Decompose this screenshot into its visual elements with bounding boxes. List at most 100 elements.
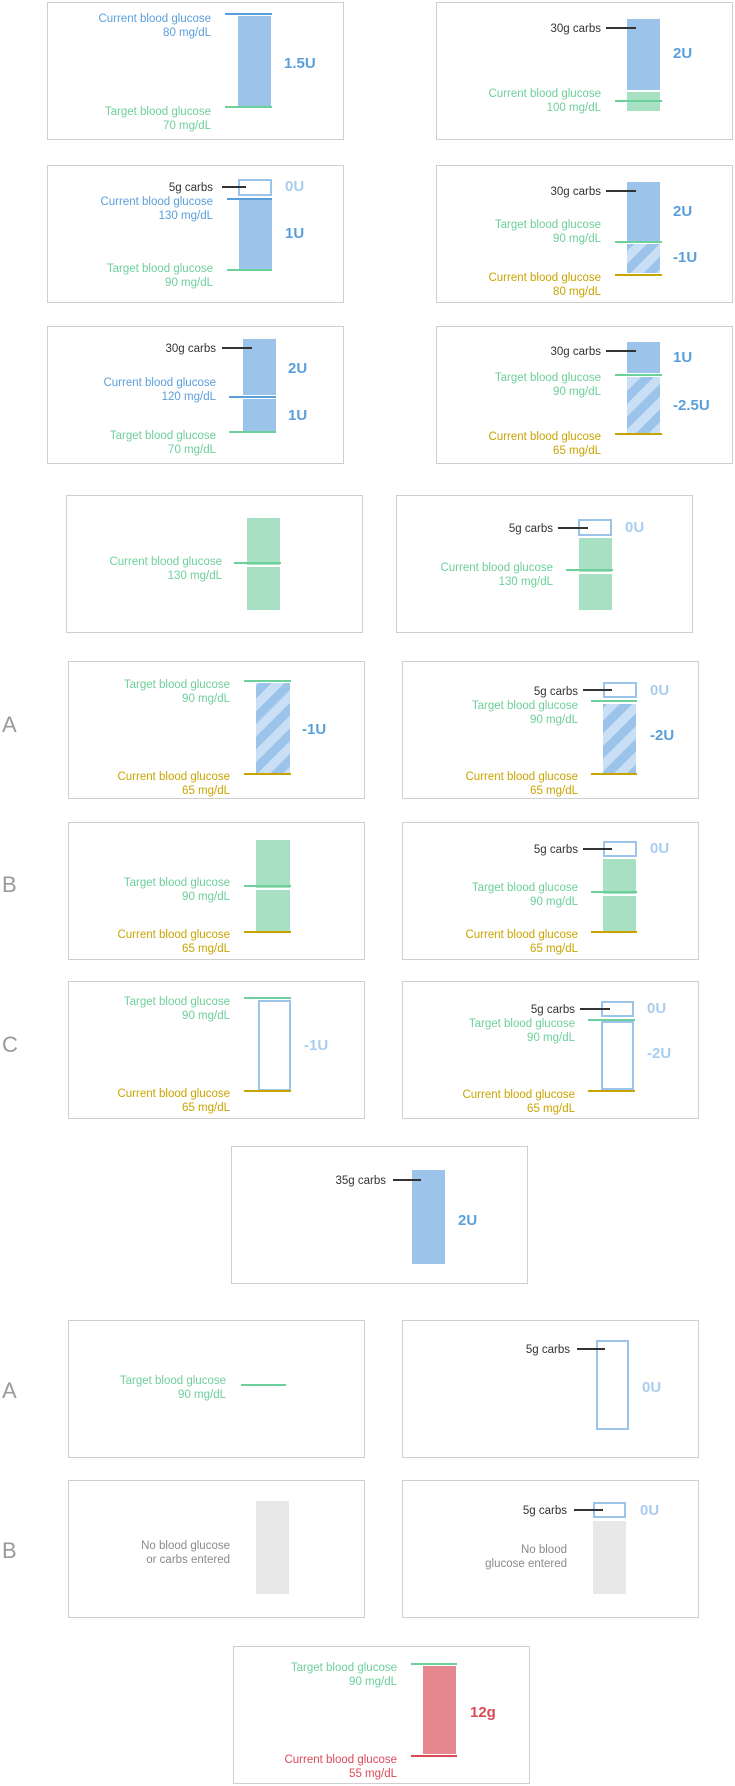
panel-b-carbs-no-glucose xyxy=(402,1480,699,1618)
target-glucose-value: 90 mg/dL xyxy=(182,693,231,705)
carbs-label: 5g carbs xyxy=(509,523,553,535)
option-label-a: A xyxy=(2,1378,17,1403)
target-glucose-label: Target blood glucose xyxy=(124,679,230,691)
option-label-b: B xyxy=(2,872,17,897)
current-glucose-label: Current blood glucose xyxy=(488,272,601,284)
carbs-label: 5g carbs xyxy=(169,182,213,194)
current-glucose-value: 130 mg/dL xyxy=(168,570,223,582)
correction-dose-label: -2.5U xyxy=(673,397,710,414)
correction-bar xyxy=(243,399,276,432)
current-glucose-label: Current blood glucose xyxy=(117,929,230,941)
current-glucose-value: 130 mg/dL xyxy=(159,210,214,222)
option-label-b: B xyxy=(2,1538,17,1563)
target-glucose-label: Target blood glucose xyxy=(472,700,578,712)
negative-hatched-bar xyxy=(256,683,290,774)
carbs-label: 5g carbs xyxy=(523,1505,567,1517)
target-glucose-label: Target blood glucose xyxy=(495,372,601,384)
target-glucose-value: 90 mg/dL xyxy=(182,1010,231,1022)
dose-label: 1.5U xyxy=(284,55,316,72)
panel-glucose-only xyxy=(66,495,363,633)
carbs-label: 35g carbs xyxy=(335,1175,386,1187)
no-glucose-message: No blood xyxy=(521,1544,567,1556)
insulin-bar xyxy=(239,200,272,270)
carbs-label: 30g carbs xyxy=(550,346,601,358)
panel-b-green-block xyxy=(68,822,365,960)
insulin-bar xyxy=(238,16,271,107)
target-glucose-label: Target blood glucose xyxy=(120,1375,226,1387)
panel-low-glucose-carbs xyxy=(233,1646,530,1784)
target-glucose-label: Target blood glucose xyxy=(469,1018,575,1030)
carbs-needed-label: 12g xyxy=(470,1704,496,1721)
panel-b-carbs-green-block xyxy=(402,822,699,960)
carbs-label: 5g carbs xyxy=(534,844,578,856)
current-glucose-value: 65 mg/dL xyxy=(182,785,231,797)
current-glucose-label: Current blood glucose xyxy=(100,196,213,208)
negative-hatched-bar xyxy=(603,704,636,774)
target-glucose-value: 90 mg/dL xyxy=(182,891,231,903)
current-glucose-label: Current blood glucose xyxy=(284,1754,397,1766)
panel-b-no-data xyxy=(68,1480,365,1618)
option-label-a: A xyxy=(2,712,17,737)
current-glucose-value: 80 mg/dL xyxy=(553,286,602,298)
current-glucose-value: 65 mg/dL xyxy=(182,1102,231,1114)
carbs-dose-label: 0U xyxy=(650,840,669,857)
carbs-dose-label: 0U xyxy=(625,519,644,536)
panel-carbs-only xyxy=(231,1146,528,1284)
current-glucose-label: Current blood glucose xyxy=(117,771,230,783)
panel-carbs-large-negative xyxy=(436,326,733,464)
target-glucose-value: 90 mg/dL xyxy=(553,233,602,245)
current-glucose-label: Current blood glucose xyxy=(109,556,222,568)
current-glucose-label: Current blood glucose xyxy=(103,377,216,389)
empty-bar xyxy=(256,1501,289,1594)
target-glucose-value: 90 mg/dL xyxy=(530,714,579,726)
current-glucose-label: Current blood glucose xyxy=(117,1088,230,1100)
carbs-label: 5g carbs xyxy=(526,1344,570,1356)
target-glucose-label: Target blood glucose xyxy=(110,430,216,442)
target-glucose-label: Target blood glucose xyxy=(291,1662,397,1674)
correction-dose-label: -2U xyxy=(650,727,674,744)
correction-dose-label: 1U xyxy=(285,225,304,242)
dose-label: 2U xyxy=(673,45,692,62)
empty-bar xyxy=(593,1521,626,1594)
target-glucose-label: Target blood glucose xyxy=(124,877,230,889)
carbs-label: 30g carbs xyxy=(550,23,601,35)
current-glucose-label: Current blood glucose xyxy=(462,1089,575,1101)
negative-outline-bar xyxy=(258,1000,291,1091)
panel-carbs-below-target xyxy=(436,165,733,303)
carbs-label: 5g carbs xyxy=(534,686,578,698)
target-glucose-value: 70 mg/dL xyxy=(163,120,212,132)
target-glucose-label: Target blood glucose xyxy=(495,219,601,231)
no-data-message: No blood glucose xyxy=(141,1540,230,1552)
correction-dose-label: -2U xyxy=(647,1045,671,1062)
target-glucose-label: Target blood glucose xyxy=(107,263,213,275)
target-glucose-value: 90 mg/dL xyxy=(527,1032,576,1044)
panel-a-carbs-negative-hatched xyxy=(402,661,699,799)
target-glucose-value: 90 mg/dL xyxy=(530,896,579,908)
panel-c-outline xyxy=(68,981,365,1119)
carbs-bar xyxy=(627,19,660,90)
option-label-c: C xyxy=(2,1032,18,1057)
correction-dose-label: -1U xyxy=(673,249,697,266)
target-glucose-value: 90 mg/dL xyxy=(178,1389,227,1401)
current-glucose-label: Current blood glucose xyxy=(488,88,601,100)
panel-a-negative-hatched xyxy=(68,661,365,799)
current-glucose-value: 65 mg/dL xyxy=(530,785,579,797)
carbs-dose-label: 0U xyxy=(285,178,304,195)
carbs-bar xyxy=(627,342,660,373)
panel-carbs-above-target xyxy=(436,2,733,140)
current-glucose-value: 65 mg/dL xyxy=(530,943,579,955)
correction-dose-label: 1U xyxy=(288,407,307,424)
carbs-needed-bar xyxy=(423,1666,456,1754)
carbs-bar xyxy=(412,1170,445,1264)
correction-dose-label: -1U xyxy=(302,721,326,738)
carbs-dose-label: 0U xyxy=(650,682,669,699)
correction-dose-label: -1U xyxy=(304,1037,328,1054)
target-glucose-label: Target blood glucose xyxy=(124,996,230,1008)
carbs-dose-label: 2U xyxy=(288,360,307,377)
current-glucose-value: 80 mg/dL xyxy=(163,27,212,39)
carbs-outline-bar xyxy=(596,1340,629,1430)
carbs-label: 30g carbs xyxy=(550,186,601,198)
no-data-message: or carbs entered xyxy=(146,1554,230,1566)
target-glucose-value: 90 mg/dL xyxy=(349,1676,398,1688)
